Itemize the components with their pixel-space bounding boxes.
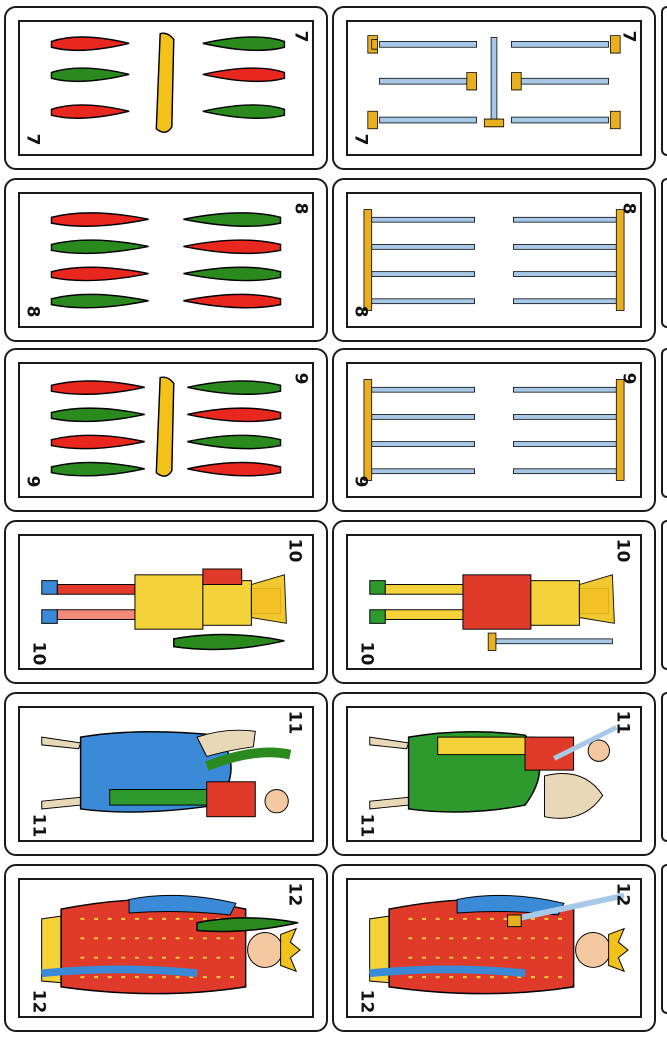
bastos-9-art	[50, 376, 282, 477]
sword-icon	[363, 209, 625, 311]
rank-label: 12	[284, 882, 305, 907]
clipped-card-edge	[661, 520, 667, 670]
card-face: 10 10	[346, 534, 642, 670]
rank-label: 11	[356, 813, 377, 838]
rank-label: 7	[350, 133, 371, 146]
sword-icon	[367, 35, 621, 130]
caballo-bastos-art	[41, 729, 292, 818]
club-icon	[50, 212, 282, 309]
card-face: 8 8	[346, 192, 642, 328]
clipped-card-column	[661, 0, 667, 1040]
rey-bastos-art	[41, 894, 301, 995]
card-espadas-7[interactable]: 7 7	[332, 6, 656, 170]
sota-espadas-art	[369, 574, 615, 651]
card-espadas-11[interactable]: 11 11	[332, 692, 656, 856]
rank-label: 9	[350, 475, 371, 488]
rank-label: 12	[612, 882, 633, 907]
rank-label: 12	[356, 989, 377, 1014]
card-bastos-8[interactable]: 8 8	[4, 178, 328, 342]
card-bastos-7[interactable]: 7 7	[4, 6, 328, 170]
card-bastos-10[interactable]: 10 10	[4, 520, 328, 684]
king-figure-icon	[41, 894, 301, 995]
card-face: 9 9	[346, 362, 642, 498]
card-bastos-9[interactable]: 9 9	[4, 348, 328, 512]
card-face: 9 9	[18, 362, 314, 498]
card-bastos-12[interactable]: 12 12	[4, 864, 328, 1032]
card-face: 11 11	[346, 706, 642, 842]
rank-label: 7	[290, 30, 311, 43]
rank-label: 10	[28, 641, 49, 666]
sota-bastos-art	[41, 568, 287, 651]
card-face: 12 12	[18, 878, 314, 1018]
page-figure-icon	[369, 574, 615, 651]
espadas-7-art	[367, 35, 621, 130]
card-espadas-9[interactable]: 9 9	[332, 348, 656, 512]
rank-label: 10	[284, 538, 305, 563]
sword-icon	[363, 379, 625, 481]
rank-label: 8	[350, 305, 371, 318]
espadas-9-art	[363, 379, 625, 481]
clipped-card-edge	[661, 692, 667, 842]
rank-label: 7	[22, 133, 43, 146]
card-espadas-12[interactable]: 12 12	[332, 864, 656, 1032]
clipped-card-edge	[661, 6, 667, 156]
bastos-8-art	[50, 212, 282, 309]
rank-label: 11	[284, 710, 305, 735]
club-icon	[50, 376, 282, 477]
rank-label: 8	[290, 202, 311, 215]
card-espadas-8[interactable]: 8 8	[332, 178, 656, 342]
card-face: 10 10	[18, 534, 314, 670]
bastos-7-art	[50, 32, 286, 133]
horse-rider-icon	[369, 725, 618, 819]
card-face: 12 12	[346, 878, 642, 1018]
card-face: 11 11	[18, 706, 314, 842]
rank-label: 9	[618, 372, 639, 385]
rey-espadas-art	[369, 892, 629, 995]
clipped-card-edge	[661, 178, 667, 328]
rank-label: 8	[618, 202, 639, 215]
rank-label: 10	[612, 538, 633, 563]
page-figure-icon	[41, 568, 287, 651]
card-bastos-11[interactable]: 11 11	[4, 692, 328, 856]
card-face: 7 7	[346, 20, 642, 156]
rank-label: 8	[22, 305, 43, 318]
king-figure-icon	[369, 892, 629, 995]
rank-label: 9	[290, 372, 311, 385]
caballo-espadas-art	[369, 725, 618, 819]
horse-rider-icon	[41, 729, 292, 818]
rank-label: 9	[22, 475, 43, 488]
rank-label: 11	[612, 710, 633, 735]
rank-label: 7	[618, 30, 639, 43]
clipped-card-edge	[661, 348, 667, 498]
clipped-card-edge	[661, 864, 667, 1014]
card-face: 7 7	[18, 20, 314, 156]
card-espadas-10[interactable]: 10 10	[332, 520, 656, 684]
rank-label: 10	[356, 641, 377, 666]
espadas-8-art	[363, 209, 625, 311]
rank-label: 11	[28, 813, 49, 838]
club-icon	[50, 32, 286, 133]
rank-label: 12	[28, 989, 49, 1014]
card-face: 8 8	[18, 192, 314, 328]
